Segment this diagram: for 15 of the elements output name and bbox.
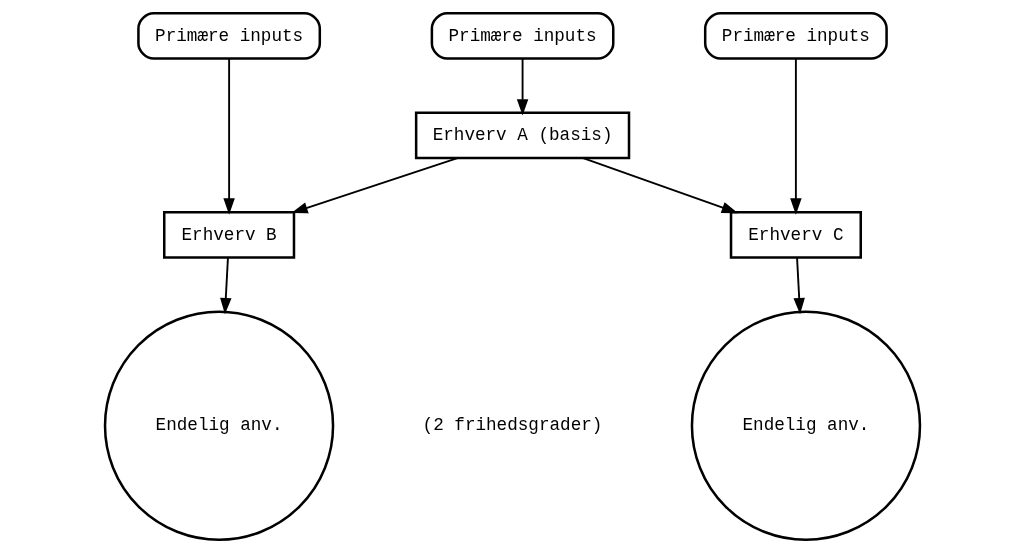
arrow (792, 256, 805, 315)
node-box: Primære inputs (703, 12, 888, 60)
arrow (516, 57, 528, 116)
node-box: Primære inputs (430, 12, 614, 60)
label: (2 frihedsgrader) (422, 415, 602, 436)
arrow (581, 157, 738, 214)
arrow (222, 58, 235, 215)
node-circle: Endelig anv. (103, 310, 334, 541)
node-box: Erhverv C (729, 211, 862, 259)
node-box: Primære inputs (136, 12, 321, 60)
arrow (789, 58, 802, 215)
node-box: Erhverv B (162, 211, 295, 259)
arrow (219, 256, 232, 315)
node-circle: Endelig anv. (690, 310, 921, 541)
node-box: Erhverv A (basis) (414, 111, 630, 160)
